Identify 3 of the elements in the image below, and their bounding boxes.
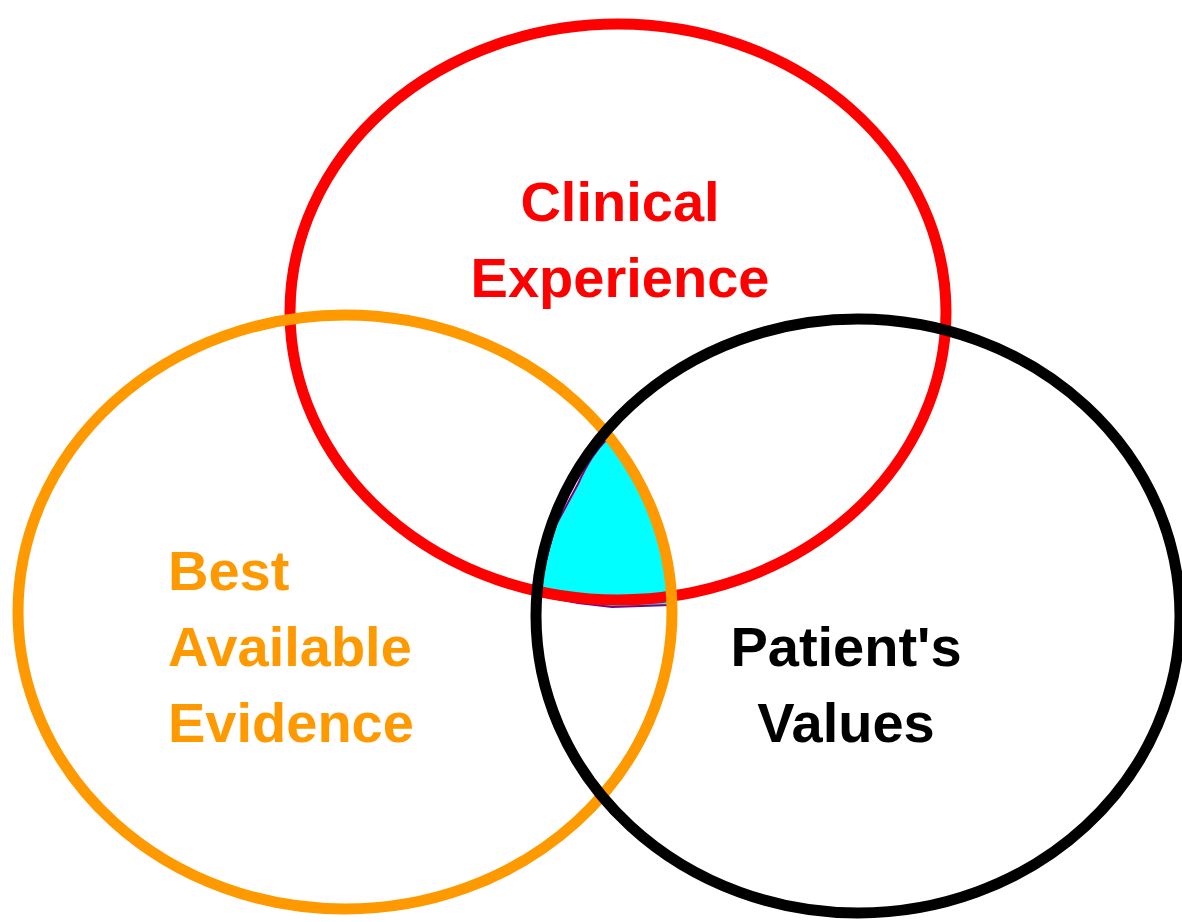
set-label: Clinical Experience — [469, 169, 771, 311]
set-label: Best Available Evidence — [168, 538, 415, 756]
set-label: Patient's Values — [729, 614, 963, 756]
